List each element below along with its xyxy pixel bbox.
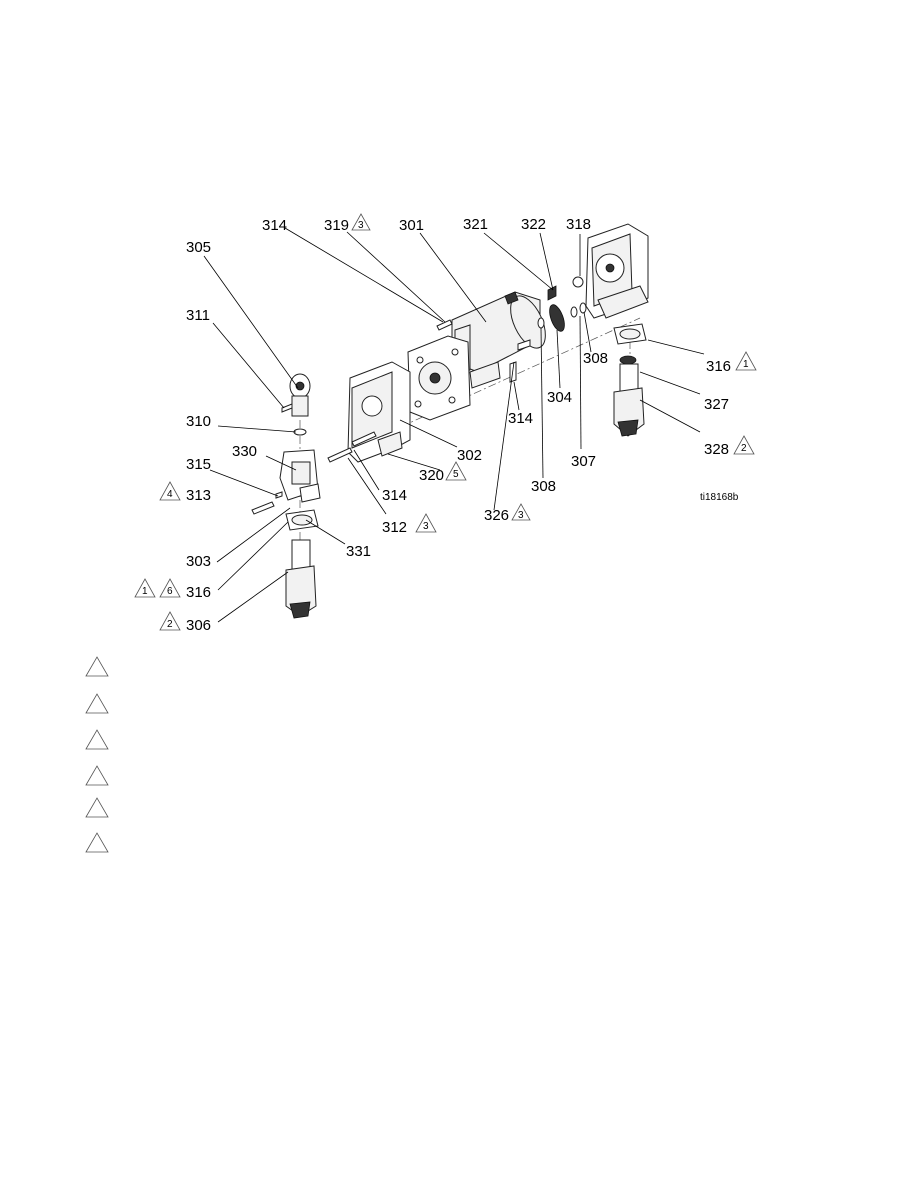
gear-stack xyxy=(537,276,587,332)
tri-316-right: 1 xyxy=(735,351,757,371)
note-marker-1 xyxy=(85,656,109,677)
callout-303: 303 xyxy=(186,553,211,570)
callout-314-top: 314 xyxy=(262,217,287,234)
callout-306: 306 xyxy=(186,617,211,634)
callout-308-lower: 308 xyxy=(531,478,556,495)
tri-319: 3 xyxy=(351,213,371,231)
tri-312: 3 xyxy=(415,513,437,533)
callout-318: 318 xyxy=(566,216,591,233)
note-marker-6 xyxy=(85,832,109,853)
svg-text:4: 4 xyxy=(167,489,173,500)
callout-311: 311 xyxy=(186,307,210,324)
svg-text:3: 3 xyxy=(423,521,429,532)
callout-304: 304 xyxy=(547,389,572,406)
right-lower-pump xyxy=(613,323,647,437)
tri-313: 4 xyxy=(159,481,181,501)
svg-text:6: 6 xyxy=(167,586,173,597)
svg-text:2: 2 xyxy=(741,443,747,454)
left-pin-313 xyxy=(251,491,283,515)
callout-307: 307 xyxy=(571,453,596,470)
callout-312: 312 xyxy=(382,519,407,536)
leader-lines xyxy=(203,227,705,623)
tri-328: 2 xyxy=(733,435,755,455)
svg-text:1: 1 xyxy=(142,586,148,597)
svg-text:3: 3 xyxy=(358,220,364,231)
tri-320: 5 xyxy=(445,461,467,481)
tri-316-left-1: 1 xyxy=(134,578,156,598)
callout-321: 321 xyxy=(463,216,488,233)
callout-330: 330 xyxy=(232,443,257,460)
callout-328: 328 xyxy=(704,441,729,458)
left-lower-pump xyxy=(285,539,317,619)
callout-308-upper: 308 xyxy=(583,350,608,367)
callout-314-mid: 314 xyxy=(508,410,533,427)
callout-316-left: 316 xyxy=(186,584,211,601)
motor-assembly xyxy=(451,291,546,389)
callout-316-right: 316 xyxy=(706,358,731,375)
note-marker-5 xyxy=(85,797,109,818)
left-gear-cover xyxy=(347,361,411,463)
left-bearing-nut xyxy=(285,509,319,531)
note-marker-3 xyxy=(85,729,109,750)
callout-301: 301 xyxy=(399,217,424,234)
callout-305: 305 xyxy=(186,239,211,256)
left-crank-assembly xyxy=(279,373,321,503)
notes-list xyxy=(85,656,109,853)
front-gear-housing xyxy=(407,335,471,421)
callout-319: 319 xyxy=(324,217,349,234)
figure-id: ti18168b xyxy=(700,492,739,503)
callout-314-low: 314 xyxy=(382,487,407,504)
callout-labels: 314 319 301 321 322 318 305 311 308 316 … xyxy=(186,216,739,634)
svg-text:1: 1 xyxy=(743,359,749,370)
callout-320: 320 xyxy=(419,467,444,484)
svg-text:2: 2 xyxy=(167,619,173,630)
callout-326: 326 xyxy=(484,507,509,524)
callout-302: 302 xyxy=(457,447,482,464)
svg-text:5: 5 xyxy=(453,469,459,480)
callout-310: 310 xyxy=(186,413,211,430)
callout-322: 322 xyxy=(521,216,546,233)
svg-text:3: 3 xyxy=(518,510,524,521)
callout-331: 331 xyxy=(346,543,371,560)
callout-315: 315 xyxy=(186,456,211,473)
tri-326: 3 xyxy=(511,503,531,521)
callout-313: 313 xyxy=(186,487,211,504)
tri-306: 2 xyxy=(159,611,181,631)
tri-316-left-6: 6 xyxy=(159,578,181,598)
right-gear-housing xyxy=(585,223,649,319)
callout-327: 327 xyxy=(704,396,729,413)
note-marker-2 xyxy=(85,693,109,714)
note-marker-4 xyxy=(85,765,109,786)
callout-triangles: 3 1 2 5 4 3 3 1 xyxy=(134,213,757,631)
